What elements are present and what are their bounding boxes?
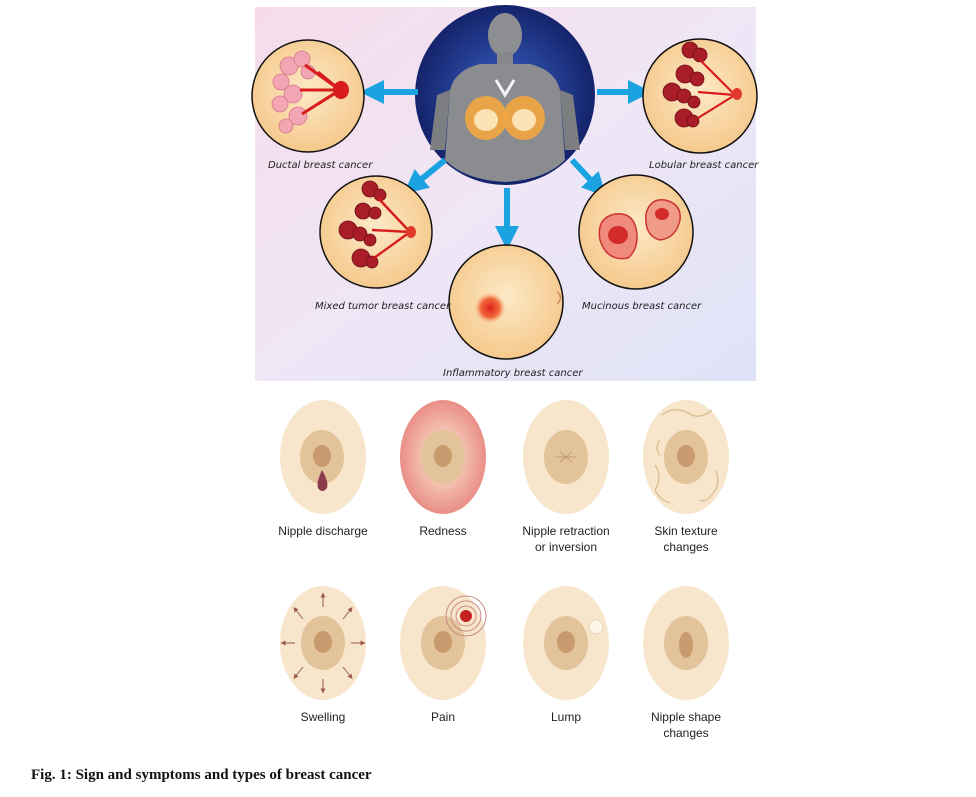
symptom-pain: [400, 586, 487, 700]
label-skin-texture-2: changes: [663, 540, 708, 554]
label-nipple-retraction-1: Nipple retraction: [522, 524, 609, 538]
label-inflammatory: Inflammatory breast cancer: [443, 368, 583, 379]
symptom-lump: [523, 586, 609, 700]
label-pain: Pain: [431, 710, 455, 724]
label-nipple-retraction-2: or inversion: [535, 540, 597, 554]
arrows: [360, 80, 652, 250]
central-torso-illustration: [415, 5, 595, 185]
symptoms-panel: Nipple discharge Redness Nipple retracti…: [278, 400, 729, 740]
mixed-tumor-breast-cancer-illustration: [319, 175, 433, 289]
symptom-redness: [400, 400, 486, 514]
symptom-swelling: [280, 586, 366, 700]
types-panel: Ductal breast cancer Lobular breast canc…: [251, 5, 759, 381]
label-nipple-shape-1: Nipple shape: [651, 710, 721, 724]
symptom-nipple-shape: [643, 586, 729, 700]
lobular-breast-cancer-illustration: [642, 38, 758, 154]
label-mixed: Mixed tumor breast cancer: [315, 301, 451, 312]
label-nipple-discharge: Nipple discharge: [278, 524, 368, 538]
symptom-nipple-discharge: [280, 400, 366, 514]
label-mucinous: Mucinous breast cancer: [582, 301, 702, 312]
label-redness: Redness: [419, 524, 466, 538]
mucinous-breast-cancer-illustration: [578, 174, 694, 290]
label-skin-texture-1: Skin texture: [654, 524, 718, 538]
inflammatory-breast-cancer-illustration: [448, 244, 564, 360]
arrow-to-mucinous: [569, 157, 607, 197]
ductal-breast-cancer-illustration: [251, 39, 365, 153]
arrow-to-mixed: [403, 157, 447, 194]
label-lobular: Lobular breast cancer: [649, 160, 759, 171]
figure-caption: Fig. 1: Sign and symptoms and types of b…: [31, 767, 372, 783]
symptom-skin-texture: [643, 400, 729, 514]
label-nipple-shape-2: changes: [663, 726, 708, 740]
label-lump: Lump: [551, 710, 581, 724]
label-ductal: Ductal breast cancer: [268, 160, 373, 171]
label-swelling: Swelling: [301, 710, 346, 724]
symptom-nipple-retraction: [523, 400, 609, 514]
